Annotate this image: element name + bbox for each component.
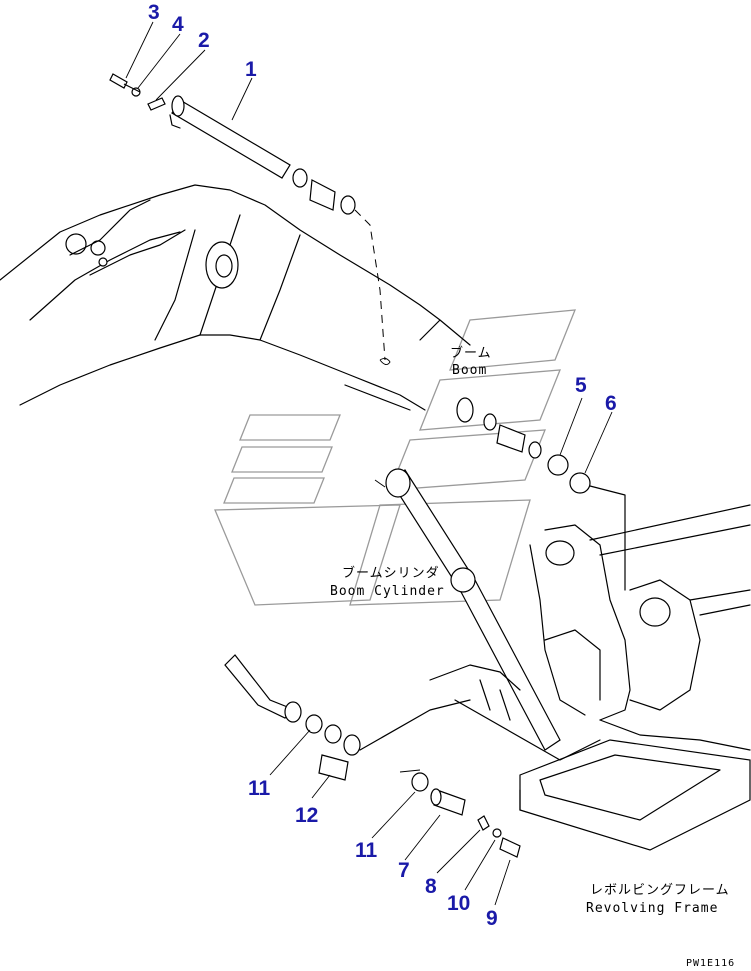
drawing-code: PW1E116 xyxy=(686,958,735,969)
boom-label-jp: ブーム xyxy=(450,345,492,361)
callout-11-right: 11 xyxy=(355,839,378,862)
watermark-logo xyxy=(214,309,576,606)
boom-cylinder xyxy=(374,468,561,751)
callout-7: 7 xyxy=(398,859,410,882)
callout-1: 1 xyxy=(245,58,257,81)
revolving-frame-label-jp: レボルビングフレーム xyxy=(590,883,730,898)
revolving-frame xyxy=(429,504,751,851)
boom-outline xyxy=(0,184,471,411)
boom-cylinder-head-parts xyxy=(344,319,626,591)
leader-lines xyxy=(125,21,613,906)
callout-9: 9 xyxy=(486,907,498,930)
boom-cylinder-label-en: Boom Cylinder xyxy=(330,584,445,599)
cylinder-foot-pin-parts xyxy=(224,654,521,858)
boom-label-en: Boom xyxy=(452,363,487,378)
part-labels: ブーム Boom ブームシリンダ Boom Cylinder レボルビングフレー… xyxy=(330,345,735,969)
callout-2: 2 xyxy=(198,29,210,52)
callout-6: 6 xyxy=(605,392,617,415)
boom-pin-assembly xyxy=(109,73,391,365)
callout-10: 10 xyxy=(447,892,470,915)
callout-12: 12 xyxy=(295,804,318,827)
boom-cylinder-label-jp: ブームシリンダ xyxy=(342,565,440,581)
callout-4: 4 xyxy=(172,13,184,36)
callout-3: 3 xyxy=(148,1,160,24)
revolving-frame-label-en: Revolving Frame xyxy=(586,901,718,916)
callout-numbers: 3 4 2 1 5 6 11 12 11 7 8 10 9 xyxy=(148,1,617,930)
callout-11-left: 11 xyxy=(248,777,271,800)
callout-8: 8 xyxy=(425,875,437,898)
callout-5: 5 xyxy=(575,374,587,397)
